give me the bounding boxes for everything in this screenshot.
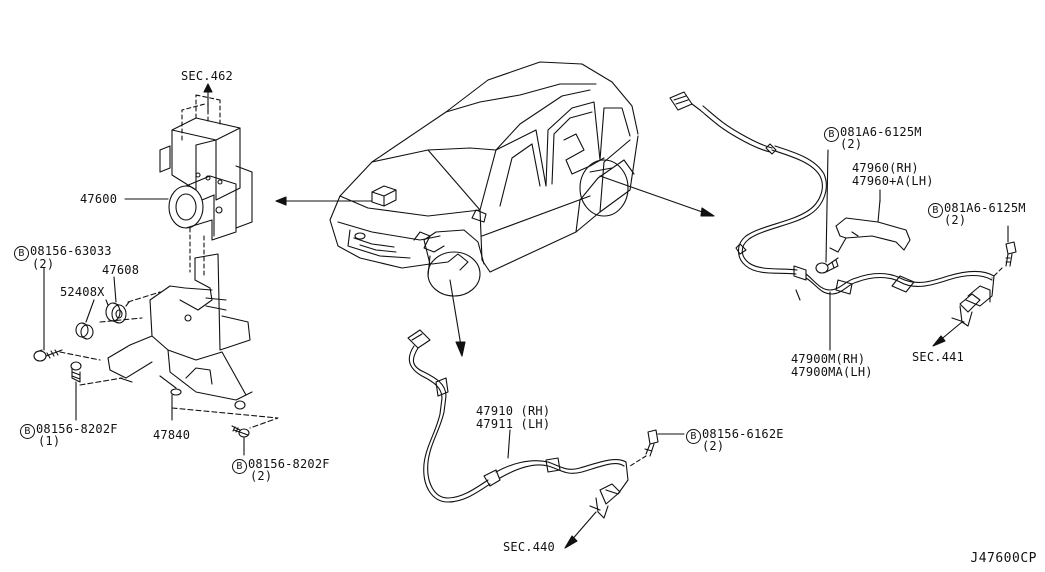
bolt-symbol-icon: B (686, 429, 701, 444)
assembly-dash-left (59, 291, 279, 429)
bracket-47840[interactable] (107, 253, 253, 410)
arrow-to-front-sensor (449, 279, 466, 357)
part-47900m-label[interactable]: 47900M(RH) (791, 352, 866, 366)
bolt-081a6-6125m-a[interactable] (815, 257, 839, 274)
bolt-symbol-icon: B (824, 127, 839, 142)
grommet-47608[interactable] (105, 299, 130, 324)
bolt-symbol-icon: B (232, 459, 247, 474)
part-number: 08156-8202F (248, 457, 330, 471)
bracket-47960[interactable] (829, 199, 911, 253)
sec-441-label[interactable]: SEC.441 (912, 350, 964, 364)
leader-52408x (85, 299, 95, 323)
abs-actuator-47600[interactable] (159, 91, 253, 276)
bolt-08156-8202f-b[interactable] (231, 425, 250, 438)
part-47608-label[interactable]: 47608 (102, 263, 140, 277)
part-47960a-label[interactable]: 47960+A(LH) (852, 174, 934, 188)
part-number: 08156-6162E (702, 427, 784, 441)
part-number: 08156-63033 (30, 244, 112, 258)
part-number: 081A6-6125M (944, 201, 1026, 215)
part-47960-label[interactable]: 47960(RH) (852, 161, 919, 175)
part-47910-label[interactable]: 47910 (RH) (476, 404, 551, 418)
rear-sensor-harness-47900m[interactable] (669, 91, 995, 327)
bolt-081a6-6125m-b[interactable] (1005, 241, 1017, 267)
part-number: 081A6-6125M (840, 125, 922, 139)
bolt-081a6-6125m-a-qty: (2) (840, 137, 863, 151)
vehicle-illustration (329, 61, 639, 297)
bolt-08156-6162e-qty: (2) (702, 439, 725, 453)
arrow-to-actuator (275, 196, 373, 206)
bolt-08156-63033-qty: (2) (32, 257, 55, 271)
front-sensor-harness-47910[interactable] (407, 329, 629, 519)
bolt-symbol-icon: B (14, 246, 29, 261)
collar-52408x[interactable] (75, 322, 94, 340)
part-47600-label[interactable]: 47600 (80, 192, 118, 206)
arrow-sec-440 (564, 511, 597, 549)
part-52408x-label[interactable]: 52408X (60, 285, 105, 299)
part-47840-label[interactable]: 47840 (153, 428, 191, 442)
assembly-dash-right (991, 267, 1003, 279)
arrow-sec-462 (203, 83, 213, 113)
bolt-08156-63033[interactable] (33, 349, 63, 362)
arrow-to-rear-sensor (599, 175, 715, 217)
part-47911-label[interactable]: 47911 (LH) (476, 417, 551, 431)
bolt-08156-8202f-a-qty: (1) (38, 434, 61, 448)
part-number: 08156-8202F (36, 422, 118, 436)
part-47900ma-label[interactable]: 47900MA(LH) (791, 365, 873, 379)
leader-47608 (113, 276, 117, 303)
assembly-dash-front (629, 455, 647, 467)
diagram-code: J47600CP (970, 551, 1037, 566)
bolt-symbol-icon: B (20, 424, 35, 439)
leader-081a6-6125m-a (825, 149, 829, 263)
bolt-08156-8202f-a[interactable] (70, 361, 82, 383)
sec-462-label[interactable]: SEC.462 (181, 69, 233, 83)
leader-47910 (507, 429, 511, 459)
sec-440-label[interactable]: SEC.440 (503, 540, 555, 554)
arrow-sec-441 (932, 321, 963, 347)
bolt-08156-8202f-b-qty: (2) (250, 469, 273, 483)
bolt-symbol-icon: B (928, 203, 943, 218)
bolt-08156-6162e[interactable] (644, 429, 659, 457)
bolt-081a6-6125m-b-qty: (2) (944, 213, 967, 227)
